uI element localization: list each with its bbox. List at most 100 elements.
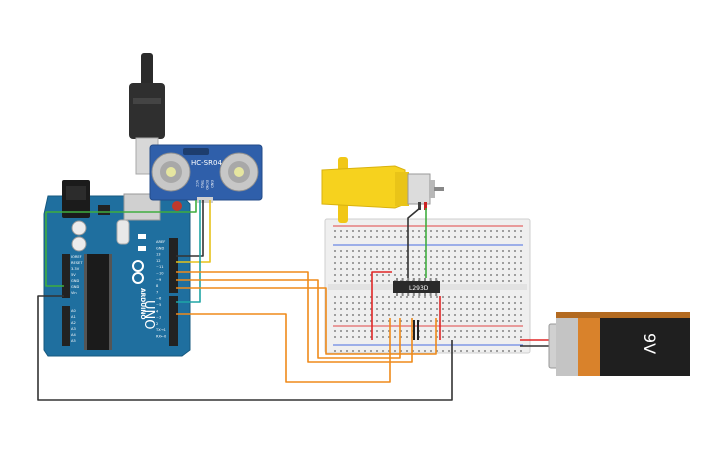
breadboard-hole[interactable] xyxy=(340,350,342,352)
breadboard-hole[interactable] xyxy=(436,256,438,258)
breadboard-hole[interactable] xyxy=(334,336,336,338)
breadboard-hole[interactable] xyxy=(508,314,510,316)
breadboard-hole[interactable] xyxy=(382,256,384,258)
breadboard-hole[interactable] xyxy=(430,308,432,310)
breadboard-hole[interactable] xyxy=(370,330,372,332)
breadboard-hole[interactable] xyxy=(442,330,444,332)
breadboard-hole[interactable] xyxy=(340,274,342,276)
breadboard-hole[interactable] xyxy=(454,308,456,310)
breadboard-hole[interactable] xyxy=(358,256,360,258)
breadboard-hole[interactable] xyxy=(394,308,396,310)
breadboard-hole[interactable] xyxy=(454,230,456,232)
breadboard-hole[interactable] xyxy=(334,350,336,352)
breadboard-hole[interactable] xyxy=(514,230,516,232)
breadboard-hole[interactable] xyxy=(466,268,468,270)
breadboard-hole[interactable] xyxy=(460,250,462,252)
breadboard-hole[interactable] xyxy=(352,336,354,338)
breadboard-hole[interactable] xyxy=(340,250,342,252)
breadboard-hole[interactable] xyxy=(460,330,462,332)
breadboard-hole[interactable] xyxy=(508,236,510,238)
breadboard-hole[interactable] xyxy=(520,280,522,282)
breadboard-hole[interactable] xyxy=(418,350,420,352)
breadboard-hole[interactable] xyxy=(418,308,420,310)
breadboard-hole[interactable] xyxy=(442,308,444,310)
breadboard-hole[interactable] xyxy=(520,262,522,264)
breadboard-hole[interactable] xyxy=(520,308,522,310)
breadboard-hole[interactable] xyxy=(334,302,336,304)
breadboard-hole[interactable] xyxy=(514,330,516,332)
breadboard-hole[interactable] xyxy=(394,274,396,276)
breadboard-hole[interactable] xyxy=(448,336,450,338)
breadboard-hole[interactable] xyxy=(490,250,492,252)
breadboard-hole[interactable] xyxy=(454,256,456,258)
breadboard-hole[interactable] xyxy=(442,296,444,298)
breadboard-hole[interactable] xyxy=(418,256,420,258)
breadboard-hole[interactable] xyxy=(412,314,414,316)
breadboard-hole[interactable] xyxy=(358,296,360,298)
breadboard-hole[interactable] xyxy=(406,336,408,338)
breadboard-hole[interactable] xyxy=(364,330,366,332)
breadboard-hole[interactable] xyxy=(388,350,390,352)
breadboard-hole[interactable] xyxy=(514,250,516,252)
breadboard-hole[interactable] xyxy=(520,230,522,232)
breadboard-hole[interactable] xyxy=(400,262,402,264)
breadboard-hole[interactable] xyxy=(382,236,384,238)
breadboard-hole[interactable] xyxy=(466,314,468,316)
breadboard-hole[interactable] xyxy=(388,250,390,252)
breadboard-hole[interactable] xyxy=(478,230,480,232)
breadboard-hole[interactable] xyxy=(340,280,342,282)
breadboard-hole[interactable] xyxy=(376,320,378,322)
breadboard-hole[interactable] xyxy=(376,296,378,298)
breadboard-hole[interactable] xyxy=(508,262,510,264)
breadboard-hole[interactable] xyxy=(430,256,432,258)
breadboard-hole[interactable] xyxy=(466,262,468,264)
breadboard-hole[interactable] xyxy=(472,256,474,258)
breadboard-hole[interactable] xyxy=(382,280,384,282)
breadboard-hole[interactable] xyxy=(340,320,342,322)
breadboard-hole[interactable] xyxy=(430,336,432,338)
breadboard-hole[interactable] xyxy=(334,296,336,298)
breadboard-hole[interactable] xyxy=(514,280,516,282)
breadboard-hole[interactable] xyxy=(364,250,366,252)
breadboard-hole[interactable] xyxy=(448,330,450,332)
breadboard-hole[interactable] xyxy=(514,308,516,310)
breadboard-hole[interactable] xyxy=(472,330,474,332)
breadboard-hole[interactable] xyxy=(520,268,522,270)
breadboard-hole[interactable] xyxy=(466,236,468,238)
breadboard-hole[interactable] xyxy=(442,262,444,264)
breadboard-hole[interactable] xyxy=(424,330,426,332)
breadboard-hole[interactable] xyxy=(508,350,510,352)
breadboard-hole[interactable] xyxy=(382,336,384,338)
breadboard-hole[interactable] xyxy=(496,262,498,264)
breadboard-hole[interactable] xyxy=(466,230,468,232)
breadboard-hole[interactable] xyxy=(496,280,498,282)
breadboard-hole[interactable] xyxy=(400,308,402,310)
breadboard-hole[interactable] xyxy=(460,296,462,298)
breadboard-hole[interactable] xyxy=(478,314,480,316)
breadboard-hole[interactable] xyxy=(346,314,348,316)
breadboard-hole[interactable] xyxy=(460,236,462,238)
breadboard-hole[interactable] xyxy=(424,268,426,270)
breadboard-hole[interactable] xyxy=(400,296,402,298)
breadboard-hole[interactable] xyxy=(412,262,414,264)
breadboard-hole[interactable] xyxy=(508,280,510,282)
breadboard-hole[interactable] xyxy=(496,296,498,298)
breadboard-hole[interactable] xyxy=(442,250,444,252)
breadboard-hole[interactable] xyxy=(382,314,384,316)
breadboard-hole[interactable] xyxy=(430,250,432,252)
breadboard-hole[interactable] xyxy=(472,308,474,310)
breadboard-hole[interactable] xyxy=(448,320,450,322)
breadboard-hole[interactable] xyxy=(346,236,348,238)
breadboard-hole[interactable] xyxy=(370,250,372,252)
breadboard-hole[interactable] xyxy=(370,314,372,316)
breadboard-hole[interactable] xyxy=(412,274,414,276)
breadboard-hole[interactable] xyxy=(490,280,492,282)
breadboard-hole[interactable] xyxy=(490,256,492,258)
breadboard-hole[interactable] xyxy=(496,256,498,258)
breadboard-hole[interactable] xyxy=(358,230,360,232)
breadboard-hole[interactable] xyxy=(394,236,396,238)
breadboard-hole[interactable] xyxy=(376,350,378,352)
breadboard-hole[interactable] xyxy=(436,308,438,310)
breadboard-hole[interactable] xyxy=(340,268,342,270)
breadboard-hole[interactable] xyxy=(406,230,408,232)
